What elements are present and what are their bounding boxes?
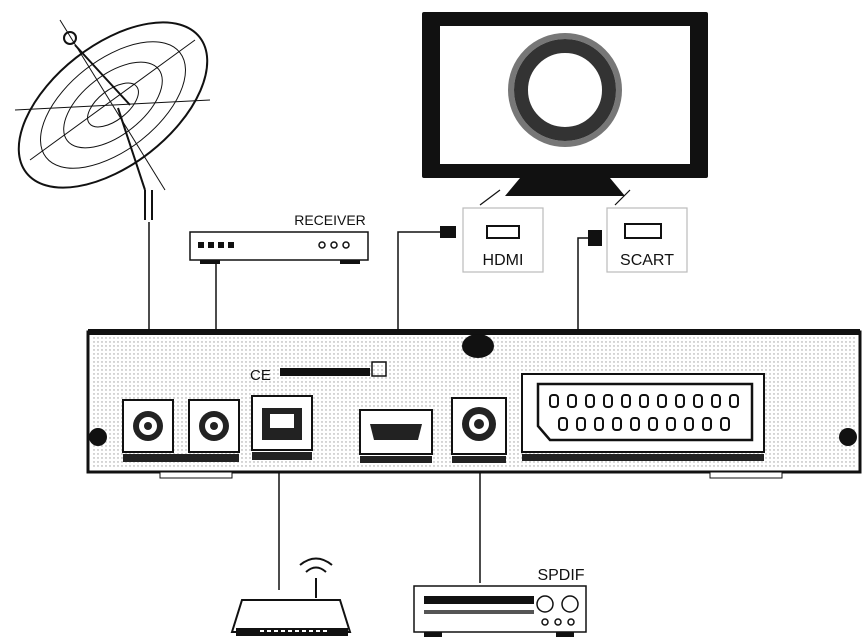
scart-pins (549, 394, 739, 431)
set-top-box: CE (86, 329, 862, 479)
receiver-device: RECEIVER (189, 212, 369, 264)
hdmi-label: HDMI (483, 252, 524, 269)
satellite-dish-icon (14, 19, 211, 220)
ce-mark: CE (250, 367, 271, 384)
tv-icon (422, 12, 708, 196)
hdmi-callout: HDMI (462, 189, 544, 273)
router-icon (230, 599, 352, 636)
receiver-label: RECEIVER (294, 212, 366, 228)
spdif-label: SPDIF (537, 567, 584, 584)
wifi-icon (299, 557, 333, 598)
spdif-amplifier: SPDIF (413, 567, 587, 637)
scart-label: SCART (620, 252, 674, 269)
scart-callout: SCART (606, 189, 688, 273)
